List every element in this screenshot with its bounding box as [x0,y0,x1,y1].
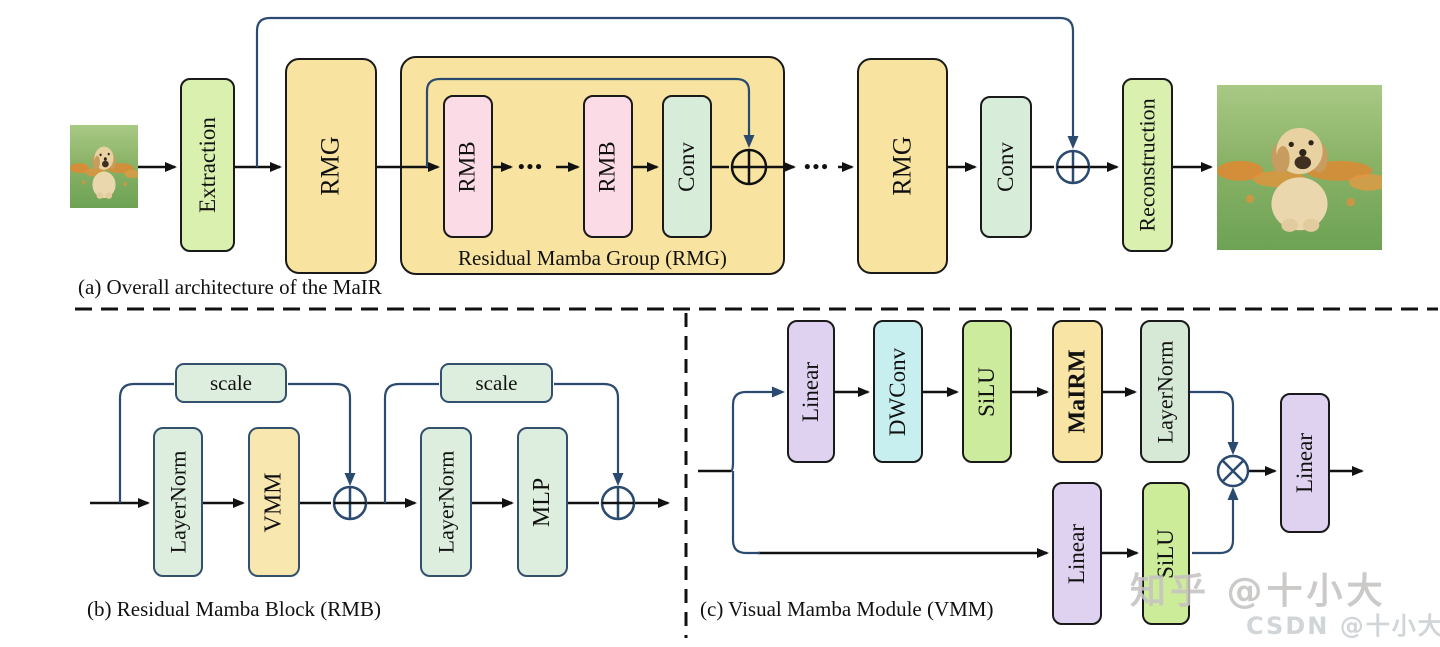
node-mairm: MaIRM [1052,320,1103,463]
node-linear-out: Linear [1280,393,1330,533]
node-scale-2: scale [440,363,553,403]
node-layernorm-c: LayerNorm [1140,320,1190,463]
panel-c-branch-lines [730,386,1239,555]
input-image [70,125,138,208]
rmg-group-label: Residual Mamba Group (RMG) [458,246,727,270]
caption-a: (a) Overall architecture of the MaIR [78,275,382,299]
node-rmb-1: RMB [443,95,493,238]
node-reconstruction: Reconstruction [1122,78,1173,252]
node-rmg-2: RMG [857,58,948,274]
node-layernorm-b2: LayerNorm [420,427,472,577]
caption-c: (c) Visual Mamba Module (VMM) [700,597,994,621]
caption-b: (b) Residual Mamba Block (RMB) [87,597,381,621]
panel-a-skip-lines [255,16,1079,167]
node-linear-bottom: Linear [1052,482,1102,625]
ellipsis-dots-1: ••• [518,157,544,178]
output-image [1217,85,1382,250]
node-conv-inner: Conv [662,95,712,238]
panel-b-skip-lines [118,382,624,503]
output-puppy-photo [1217,85,1382,250]
panel-separators [75,307,1438,638]
node-layernorm-b1: LayerNorm [153,427,203,577]
add-operator-b1 [332,485,368,521]
node-rmg-1: RMG [285,58,377,274]
node-linear-top: Linear [787,320,835,463]
node-dwconv: DWConv [873,320,923,463]
add-operator-b2 [600,485,636,521]
node-silu-top: SiLU [962,320,1012,463]
node-vmm: VMM [248,427,300,577]
watermark-zhihu: 知乎 @十小大 [1130,571,1387,612]
add-operator-outer [1055,149,1091,185]
ellipsis-dots-2: ••• [804,157,830,178]
node-scale-1-label: scale [210,370,252,395]
node-scale-2-label: scale [475,370,518,395]
node-mlp: MLP [517,427,568,577]
node-conv-outer: Conv [980,96,1032,238]
node-silu-bottom: SiLU [1142,482,1190,625]
panel-c-main-arrows [698,387,1364,558]
input-puppy-photo [70,125,138,208]
node-rmb-2: RMB [583,95,633,238]
node-scale-1: scale [175,363,287,403]
node-extraction: Extraction [180,78,235,252]
add-operator-inner [730,148,768,186]
multiply-operator [1216,454,1250,488]
watermark-csdn: CSDN @十小大 [1246,612,1440,640]
